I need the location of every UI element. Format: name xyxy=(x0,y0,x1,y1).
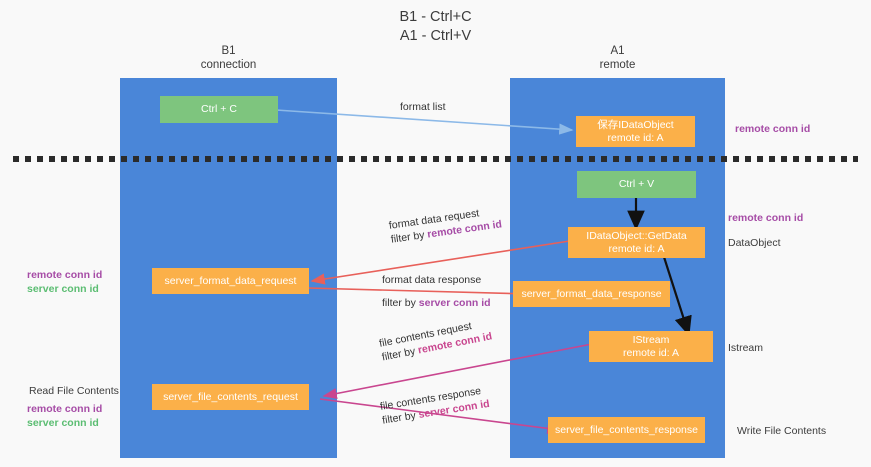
separator-dashed-line xyxy=(13,156,858,162)
annotation-left-server-conn-id: server conn id xyxy=(27,283,99,295)
node-ctrl-v-label: Ctrl + V xyxy=(618,178,655,190)
node-istream-line2: remote id: A xyxy=(622,346,680,359)
annotation-left-remote-conn-id-2: remote conn id xyxy=(27,403,103,415)
node-idataobject-getdata-line1: IDataObject::GetData xyxy=(586,229,687,242)
node-server-format-data-response-label: server_format_data_response xyxy=(521,287,662,300)
filter-by-prefix-2: filter by xyxy=(382,297,419,309)
edge-label-format-data-response-line2: filter by server conn id xyxy=(382,296,491,310)
annotation-right-remote-conn-id-top: remote conn id xyxy=(735,123,811,135)
node-server-format-data-response[interactable]: server_format_data_response xyxy=(513,281,670,307)
column-header-a1-role: remote xyxy=(599,59,636,71)
node-idataobject-getdata-line2: remote id: A xyxy=(608,242,665,255)
annotation-left-remote-conn-id: remote conn id xyxy=(27,269,103,281)
column-header-b1: B1 connection xyxy=(120,44,337,72)
node-save-idataobject[interactable]: 保存IDataObject remote id: A xyxy=(576,116,695,147)
node-istream-line1: IStream xyxy=(632,333,670,346)
annotation-right-remote-conn-id-mid: remote conn id xyxy=(728,212,804,224)
edge-label-file-contents-response: file contents response filter by server … xyxy=(379,383,491,428)
diagram-title: B1 - Ctrl+C A1 - Ctrl+V xyxy=(0,8,871,46)
title-line-2: A1 - Ctrl+V xyxy=(399,28,472,44)
column-header-a1-name: A1 xyxy=(610,45,625,57)
node-ctrl-c-label: Ctrl + C xyxy=(201,103,237,115)
node-server-file-contents-request[interactable]: server_file_contents_request xyxy=(152,384,309,410)
annotation-left-server-conn-id-2: server conn id xyxy=(27,417,99,429)
annotation-left-read-file-contents: Read File Contents xyxy=(29,385,119,397)
edge-label-format-data-response: format data response filter by server co… xyxy=(382,273,491,310)
edge-label-format-data-request: format data request filter by remote con… xyxy=(388,203,503,246)
node-server-file-contents-request-label: server_file_contents_request xyxy=(163,390,298,403)
filter-key-server-conn-id: server conn id xyxy=(418,297,491,309)
annotation-right-write-file-contents: Write File Contents xyxy=(737,425,827,437)
edge-label-format-data-response-line1: format data response xyxy=(382,274,482,286)
node-save-idataobject-line2: remote id: A xyxy=(607,131,664,144)
annotation-right-dataobject: DataObject xyxy=(728,237,781,249)
node-server-format-data-request[interactable]: server_format_data_request xyxy=(152,268,309,294)
node-server-file-contents-response-label: server_file_contents_response xyxy=(554,423,698,436)
edge-label-format-list-text: format list xyxy=(400,101,446,113)
annotation-right-istream: Istream xyxy=(728,342,764,354)
column-header-b1-name: B1 xyxy=(221,45,236,57)
node-server-file-contents-response[interactable]: server_file_contents_response xyxy=(548,417,705,443)
filter-by-prefix: filter by xyxy=(390,228,429,246)
node-ctrl-v[interactable]: Ctrl + V xyxy=(577,171,696,198)
column-header-b1-role: connection xyxy=(200,59,257,71)
node-ctrl-c[interactable]: Ctrl + C xyxy=(160,96,278,123)
title-line-1: B1 - Ctrl+C xyxy=(399,9,472,25)
node-istream[interactable]: IStream remote id: A xyxy=(589,331,713,362)
column-header-a1: A1 remote xyxy=(510,44,725,72)
edge-label-format-list: format list xyxy=(400,100,446,114)
node-idataobject-getdata[interactable]: IDataObject::GetData remote id: A xyxy=(568,227,705,258)
node-save-idataobject-line1: 保存IDataObject xyxy=(597,118,674,131)
edge-label-file-contents-request: file contents request filter by remote c… xyxy=(378,316,493,365)
node-server-format-data-request-label: server_format_data_request xyxy=(164,274,297,287)
